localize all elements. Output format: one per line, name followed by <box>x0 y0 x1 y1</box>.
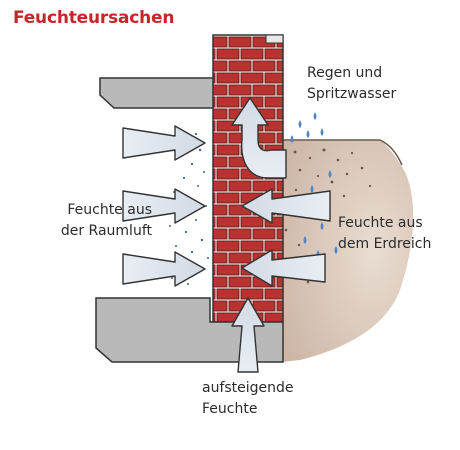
label-room-air: Feuchte aus der Raumluft <box>10 200 152 242</box>
label-soil-line-2: dem Erdreich <box>338 236 432 252</box>
arrow-room-3 <box>122 251 206 287</box>
arrow-room-2 <box>122 188 206 224</box>
label-room-air-line-1: Feuchte aus <box>67 202 152 218</box>
label-soil: Feuchte aus dem Erdreich <box>338 213 431 255</box>
label-soil-line-1: Feuchte aus <box>338 215 423 231</box>
label-rain-line-2: Spritzwasser <box>307 86 397 102</box>
arrow-soil-2 <box>241 249 326 287</box>
label-rising-line-1: aufsteigende <box>202 380 294 396</box>
arrow-rising <box>231 297 265 373</box>
upper-floor-slab <box>99 77 216 109</box>
label-rising-line-2: Feuchte <box>202 401 258 417</box>
label-room-air-line-2: der Raumluft <box>60 223 152 239</box>
foundation-slab <box>95 297 284 363</box>
arrow-splash-curved <box>231 97 287 179</box>
diagram-title: Feuchteursachen <box>13 8 175 28</box>
arrow-room-1 <box>122 125 206 161</box>
label-rising-damp: aufsteigende Feuchte <box>202 378 294 420</box>
soil-arrows <box>241 188 331 287</box>
arrow-soil-1 <box>241 188 331 224</box>
label-rain-splash: Regen und Spritzwasser <box>307 63 396 105</box>
room-air-arrows <box>122 125 206 287</box>
label-rain-line-1: Regen und <box>307 65 383 81</box>
ground-surface-line <box>282 139 403 166</box>
wall-cap <box>265 34 284 44</box>
